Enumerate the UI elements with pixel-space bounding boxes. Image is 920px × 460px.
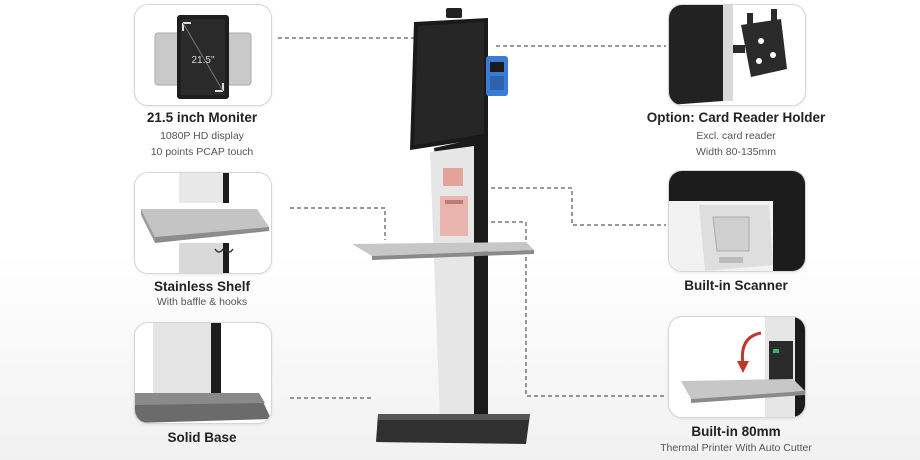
scanner-icon <box>443 168 463 186</box>
printer-arrow-icon <box>681 317 805 417</box>
base-card <box>134 322 272 424</box>
base-title: Solid Base <box>167 430 237 445</box>
scanner-title: Built-in Scanner <box>684 278 788 293</box>
shelf-icon <box>141 173 269 273</box>
bracket-icon <box>669 5 787 105</box>
scanner-icon-detail <box>669 171 805 271</box>
shelf-card <box>134 172 272 274</box>
printer-title: Built-in 80mm <box>691 424 781 439</box>
scanner-card <box>668 170 806 272</box>
printer-card <box>668 316 806 418</box>
rotate-monitor-icon: 21.5" <box>154 15 252 99</box>
monitor-spec-1: 1080P HD display <box>160 130 244 142</box>
base-icon <box>135 323 271 423</box>
shelf-spec-1: With baffle & hooks <box>156 296 248 308</box>
monitor-card: 21.5" <box>134 4 272 106</box>
shelf-connector <box>290 207 386 240</box>
red-arrow <box>740 331 762 366</box>
card-reader-spec-1: Excl. card reader <box>696 130 776 142</box>
printer-spec-1: Thermal Printer With Auto Cutter <box>660 442 812 454</box>
shelf-title: Stainless Shelf <box>153 279 251 294</box>
monitor-size-label: 21.5" <box>191 55 214 66</box>
kiosk-panel <box>430 146 474 420</box>
kiosk-illustration <box>352 8 534 444</box>
card-reader-title: Option: Card Reader Holder <box>646 110 826 125</box>
card-reader-spec-2: Width 80-135mm <box>696 146 776 158</box>
camera-icon <box>446 8 462 18</box>
monitor-title: 21.5 inch Moniter <box>146 110 258 125</box>
card-reader-card <box>668 4 806 106</box>
scanner-connector <box>470 187 666 226</box>
kiosk-base <box>376 414 530 444</box>
monitor-spec-2: 10 points PCAP touch <box>150 146 254 158</box>
printer-connector <box>470 221 666 397</box>
kiosk-shelf <box>352 242 534 256</box>
